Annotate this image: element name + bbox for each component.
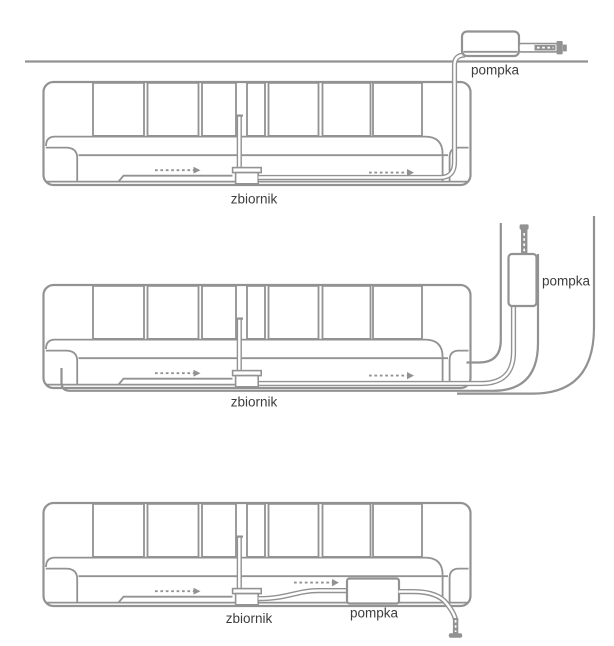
power-plug-icon (519, 224, 529, 255)
diagram-pump-on-wall: pompka zbiornik (44, 216, 596, 410)
diagram-pump-on-windowsill: pompka zbiornik (25, 30, 588, 207)
tank-label: zbiornik (226, 611, 273, 626)
power-plug-icon (518, 41, 567, 55)
wall-channel (60, 216, 596, 395)
pump-label: pompka (350, 606, 399, 621)
pump (345, 577, 401, 605)
pump-label: pompka (542, 274, 591, 289)
diagram-pump-inside: pompka zbiornik (44, 503, 471, 638)
flow-arrow-right (369, 372, 414, 380)
power-plug-icon (448, 618, 463, 638)
tank-label: zbiornik (231, 395, 278, 410)
pump (507, 252, 538, 308)
planter-trough (44, 285, 471, 388)
planter-trough (44, 82, 471, 185)
tank-label: zbiornik (231, 192, 278, 207)
flow-arrow-right (369, 169, 414, 177)
flow-arrow-right (294, 579, 339, 587)
pump (460, 30, 521, 58)
pump-label: pompka (471, 63, 520, 78)
